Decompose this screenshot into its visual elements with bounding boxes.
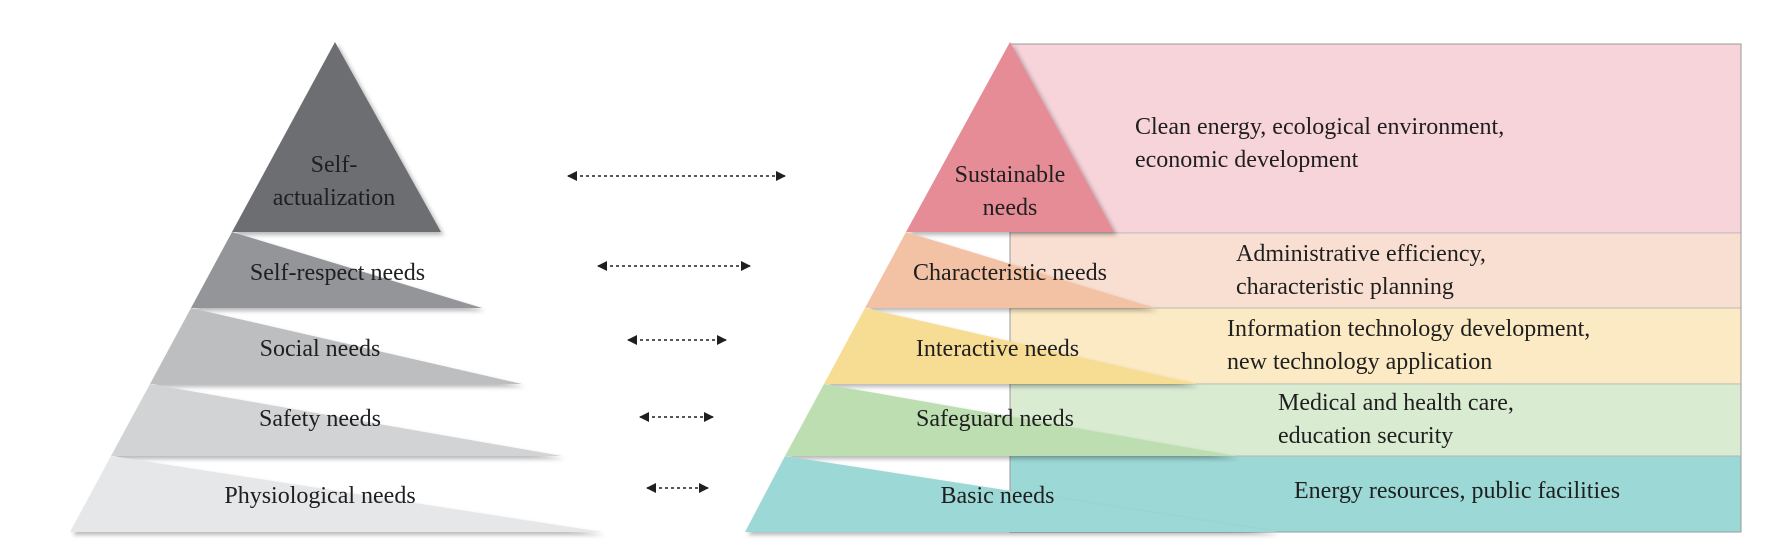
left-label-line: Self- [310, 152, 358, 178]
description-sustainable: Clean energy, ecological environment, ec… [1135, 111, 1504, 177]
left-level-safety [111, 384, 562, 456]
right-label-line: Basic needs [940, 483, 1055, 509]
description-line: Clean energy, ecological environment, [1135, 114, 1505, 140]
right-pyramid [745, 42, 1277, 532]
right-label-interactive: Interactive needs [870, 333, 1125, 366]
left-label-line: Physiological needs [224, 483, 416, 509]
right-label-line: Safeguard needs [916, 406, 1074, 432]
right-label-safeguard: Safeguard needs [860, 403, 1130, 436]
left-label-line: Self-respect needs [249, 260, 426, 286]
right-label-line: Sustainable [954, 162, 1066, 188]
right-level-interactive [824, 308, 1197, 384]
right-label-sustainable: Sustainable needs [920, 159, 1100, 225]
description-interactive: Information technology development, new … [1227, 313, 1590, 379]
left-level-physiological [70, 456, 602, 532]
right-level-safeguard [785, 384, 1236, 456]
left-level-self-actualization [232, 42, 441, 232]
left-level-social [150, 308, 522, 384]
connector-arrows [567, 171, 786, 493]
left-label-safety: Safety needs [165, 403, 475, 436]
description-line: Information technology development, [1227, 316, 1591, 342]
description-line: economic development [1135, 147, 1359, 173]
left-label-line: Safety needs [259, 406, 381, 432]
left-level-self-respect [191, 232, 482, 308]
description-line: Energy resources, public facilities [1294, 478, 1621, 504]
description-basic: Energy resources, public facilities [1294, 475, 1620, 508]
description-line: education security [1278, 423, 1454, 449]
left-label-line: actualization [272, 185, 396, 211]
left-pyramid [70, 42, 602, 532]
right-label-line: Interactive needs [915, 336, 1080, 362]
right-level-characteristic [865, 232, 1155, 308]
left-label-line: Social needs [259, 336, 381, 362]
description-line: characteristic planning [1236, 274, 1454, 300]
left-label-physiological: Physiological needs [160, 480, 480, 513]
band-sustainable [1009, 43, 1742, 234]
description-line: new technology application [1227, 349, 1493, 375]
right-level-basic [745, 456, 1277, 532]
right-level-sustainable [906, 42, 1114, 232]
description-line: Medical and health care, [1278, 390, 1514, 416]
left-label-self-respect: Self-respect needs [200, 257, 475, 290]
right-label-characteristic: Characteristic needs [880, 257, 1140, 290]
right-label-basic: Basic needs [870, 480, 1125, 513]
left-label-self-actualization: Self- actualization [232, 149, 436, 215]
left-label-social: Social needs [175, 333, 465, 366]
right-label-line: needs [982, 195, 1038, 221]
description-safeguard: Medical and health care, education secur… [1278, 387, 1514, 453]
description-line: Administrative efficiency, [1236, 241, 1486, 267]
right-label-line: Characteristic needs [913, 260, 1107, 286]
band-characteristic [1009, 232, 1742, 309]
description-characteristic: Administrative efficiency, characteristi… [1236, 238, 1486, 304]
